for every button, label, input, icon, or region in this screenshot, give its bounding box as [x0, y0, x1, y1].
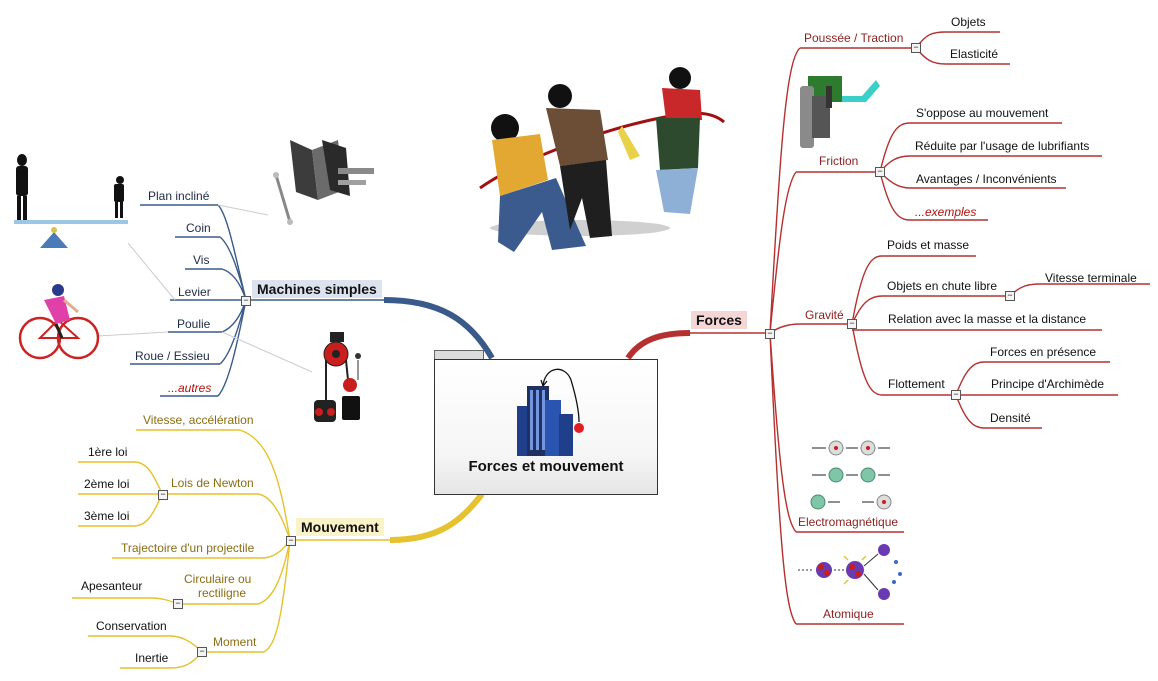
topic-atomique[interactable]: Atomique [823, 607, 874, 621]
topic-trajectoire[interactable]: Trajectoire d'un projectile [121, 541, 255, 555]
topic-lois-newton[interactable]: Lois de Newton [171, 476, 254, 490]
vise-illustration [273, 140, 374, 225]
machines-branch-connector [383, 297, 495, 360]
topic-levier[interactable]: Levier [178, 285, 211, 299]
topic-relation-masse[interactable]: Relation avec la masse et la distance [888, 312, 1087, 326]
topic-densite[interactable]: Densité [990, 411, 1031, 425]
topic-forces-presence[interactable]: Forces en présence [990, 345, 1097, 359]
topic-friction[interactable]: Friction [819, 154, 859, 168]
topic-vitesse[interactable]: Vitesse, accélération [143, 413, 254, 427]
topic-elasticite[interactable]: Elasticité [950, 47, 999, 61]
skyscrapers-icon [517, 368, 584, 456]
central-topic-tab [434, 350, 484, 360]
tug-of-war-illustration [479, 67, 725, 252]
topic-plan-incline[interactable]: Plan incliné [148, 189, 210, 203]
collapse-toggle-forces[interactable]: − [765, 329, 775, 339]
forces-topic[interactable]: Forces [691, 311, 747, 329]
collapse-toggle-mouvement[interactable]: − [286, 536, 296, 546]
topic-poussee-traction[interactable]: Poussée / Traction [804, 31, 904, 45]
collapse-toggle-moment[interactable]: − [197, 647, 207, 657]
topic-s-oppose[interactable]: S'oppose au mouvement [916, 106, 1049, 120]
topic-archimede[interactable]: Principe d'Archimède [991, 377, 1105, 391]
mouvement-topic[interactable]: Mouvement [296, 518, 384, 536]
nuclear-fission-illustration [798, 544, 902, 600]
collapse-toggle-flottement[interactable]: − [951, 390, 961, 400]
topic-apesanteur[interactable]: Apesanteur [81, 579, 143, 593]
central-topic[interactable]: Forces et mouvement [434, 359, 658, 495]
lever-illustration [14, 154, 128, 248]
topic-circulaire-line2[interactable]: rectiligne [198, 586, 247, 600]
topic-coin[interactable]: Coin [186, 221, 211, 235]
central-topic-title: Forces et mouvement [468, 458, 624, 475]
topic-lubrifiants[interactable]: Réduite par l'usage de lubrifiants [915, 139, 1090, 153]
topic-autres[interactable]: ...autres [168, 381, 212, 395]
topic-troisieme-loi[interactable]: 3ème loi [84, 509, 130, 523]
topic-electromagnetique[interactable]: Electromagnétique [798, 515, 899, 529]
electromagnetic-charges-illustration [810, 440, 892, 510]
topic-avantages[interactable]: Avantages / Inconvénients [916, 172, 1057, 186]
collapse-toggle-friction[interactable]: − [875, 167, 885, 177]
topic-flottement[interactable]: Flottement [888, 377, 945, 391]
bicycle-illustration [18, 284, 100, 360]
topic-inertie[interactable]: Inertie [135, 651, 169, 665]
topic-poids-masse[interactable]: Poids et masse [887, 238, 970, 252]
collapse-toggle-circulaire[interactable]: − [173, 599, 183, 609]
topic-objets[interactable]: Objets [951, 15, 986, 29]
topic-roue-essieu[interactable]: Roue / Essieu [135, 349, 210, 363]
collapse-toggle-gravite[interactable]: − [847, 319, 857, 329]
brake-disc-illustration [800, 76, 880, 148]
collapse-toggle-newton[interactable]: − [158, 490, 168, 500]
mouvement-branch-connector [389, 492, 485, 543]
collapse-toggle-machines[interactable]: − [241, 296, 251, 306]
topic-conservation[interactable]: Conservation [96, 619, 167, 633]
collapse-toggle-chute[interactable]: − [1005, 291, 1015, 301]
topic-vitesse-terminale[interactable]: Vitesse terminale [1045, 271, 1137, 285]
pulley-illustration [314, 332, 361, 422]
topic-premiere-loi[interactable]: 1ère loi [88, 445, 128, 459]
topic-vis[interactable]: Vis [193, 253, 210, 267]
machines-simples-topic[interactable]: Machines simples [252, 280, 382, 298]
topic-circulaire-line1[interactable]: Circulaire ou [184, 572, 252, 586]
topic-moment[interactable]: Moment [213, 635, 257, 649]
forces-branch-connector [625, 330, 691, 360]
topic-chute-libre[interactable]: Objets en chute libre [887, 279, 998, 293]
topic-exemples[interactable]: ...exemples [915, 205, 977, 219]
topic-deuxieme-loi[interactable]: 2ème loi [84, 477, 130, 491]
topic-gravite[interactable]: Gravité [805, 308, 844, 322]
collapse-toggle-poussee[interactable]: − [911, 43, 921, 53]
topic-poulie[interactable]: Poulie [177, 317, 211, 331]
